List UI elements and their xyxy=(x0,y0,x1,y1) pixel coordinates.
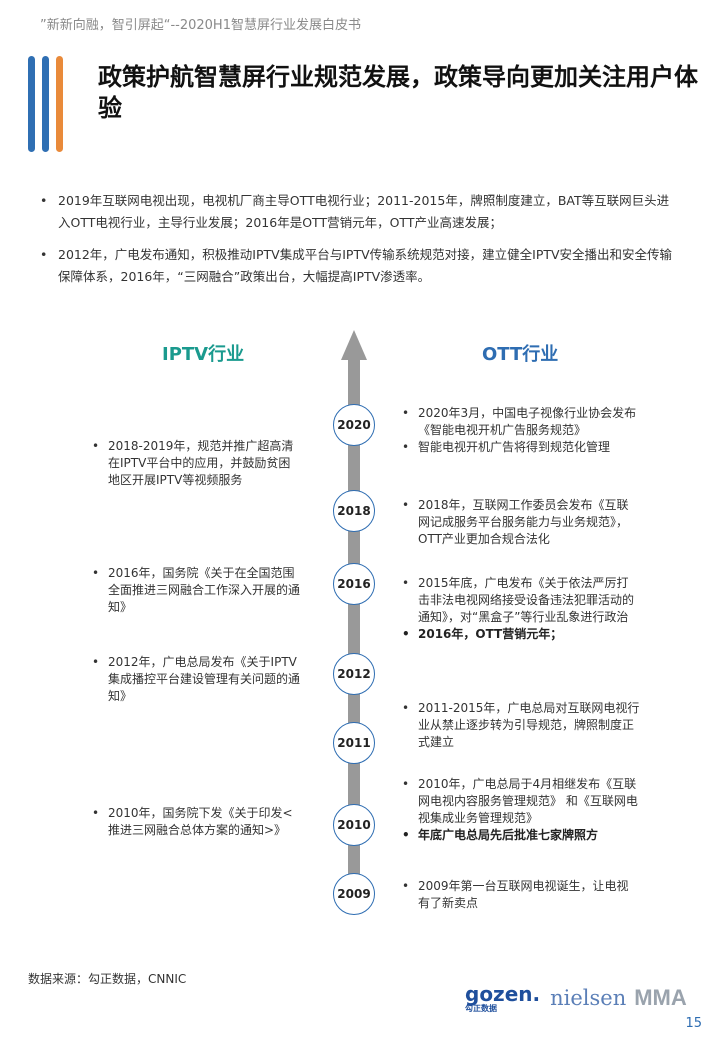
year-marker-2020: 2020 xyxy=(333,404,375,446)
ott-note-2020-a: 2020年3月，中国电子视像行业协会发布《智能电视开机广告服务规范》 xyxy=(400,405,640,439)
header-subtitle: ”新新向融，智引屏起“--2020H1智慧屏行业发展白皮书 xyxy=(40,18,361,33)
iptv-note-2012: 2012年，广电总局发布《关于IPTV集成播控平台建设管理有关问题的通知》 xyxy=(90,654,300,705)
intro-bullet-1: 2019年互联网电视出现，电视机厂商主导OTT电视行业；2011-2015年，牌… xyxy=(40,190,680,234)
intro-bullets: 2019年互联网电视出现，电视机厂商主导OTT电视行业；2011-2015年，牌… xyxy=(40,190,680,298)
decor-bar-orange xyxy=(56,56,63,152)
year-marker-2010: 2010 xyxy=(333,804,375,846)
year-marker-2016: 2016 xyxy=(333,563,375,605)
iptv-note-2018-text: 2018-2019年，规范并推广超高清在IPTV平台中的应用，并鼓励贫困地区开展… xyxy=(90,438,300,489)
year-marker-2012: 2012 xyxy=(333,653,375,695)
iptv-note-2010-text: 2010年，国务院下发《关于印发<推进三网融合总体方案的通知>》 xyxy=(90,805,300,839)
ott-note-2020: 2020年3月，中国电子视像行业协会发布《智能电视开机广告服务规范》 智能电视开… xyxy=(400,405,640,456)
timeline-arrow-icon xyxy=(341,330,367,360)
ott-note-2016-a: 2015年底，广电发布《关于依法严厉打击非法电视网络接受设备违法犯罪活动的通知》… xyxy=(400,575,640,626)
iptv-note-2016-text: 2016年，国务院《关于在全国范围全面推进三网融合工作深入开展的通知》 xyxy=(90,565,300,616)
ott-note-2016: 2015年底，广电发布《关于依法严厉打击非法电视网络接受设备违法犯罪活动的通知》… xyxy=(400,575,640,643)
iptv-note-2018: 2018-2019年，规范并推广超高清在IPTV平台中的应用，并鼓励贫困地区开展… xyxy=(90,438,300,489)
decor-bar-blue-1 xyxy=(28,56,35,152)
ott-note-2018: 2018年，互联网工作委员会发布《互联网记成服务平台服务能力与业务规范》，OTT… xyxy=(400,497,640,548)
ott-note-2016-b: 2016年，OTT营销元年； xyxy=(400,626,640,643)
gozen-logo-text: gozen. xyxy=(465,982,541,1006)
gozen-logo: gozen. 勾正数据 xyxy=(465,982,540,1014)
iptv-note-2012-text: 2012年，广电总局发布《关于IPTV集成播控平台建设管理有关问题的通知》 xyxy=(90,654,300,705)
ott-note-2011: 2011-2015年，广电总局对互联网电视行业从禁止逐步转为引导规范，牌照制度正… xyxy=(400,700,640,751)
decor-bar-blue-2 xyxy=(42,56,49,152)
ott-note-2010: 2010年，广电总局于4月相继发布《互联网电视内容服务管理规范》 和《互联网电视… xyxy=(400,776,640,844)
intro-bullet-2: 2012年，广电发布通知，积极推动IPTV集成平台与IPTV传输系统规范对接，建… xyxy=(40,244,680,288)
column-heading-ott: OTT行业 xyxy=(482,344,559,365)
ott-note-2010-b: 年底广电总局先后批准七家牌照方 xyxy=(400,827,640,844)
iptv-note-2016: 2016年，国务院《关于在全国范围全面推进三网融合工作深入开展的通知》 xyxy=(90,565,300,616)
data-source: 数据来源：勾正数据，CNNIC xyxy=(28,972,187,986)
page-title: 政策护航智慧屏行业规范发展，政策导向更加关注用户体验 xyxy=(98,63,698,122)
ott-note-2011-text: 2011-2015年，广电总局对互联网电视行业从禁止逐步转为引导规范，牌照制度正… xyxy=(400,700,640,751)
column-heading-iptv: IPTV行业 xyxy=(162,344,245,365)
ott-note-2018-text: 2018年，互联网工作委员会发布《互联网记成服务平台服务能力与业务规范》，OTT… xyxy=(400,497,640,548)
page-number: 15 xyxy=(685,1016,702,1031)
iptv-note-2010: 2010年，国务院下发《关于印发<推进三网融合总体方案的通知>》 xyxy=(90,805,300,839)
ott-note-2009: 2009年第一台互联网电视诞生，让电视有了新卖点 xyxy=(400,878,640,912)
gozen-logo-subtext: 勾正数据 xyxy=(465,1004,497,1013)
partner-logos: gozen. 勾正数据 nielsen MMA xyxy=(465,980,687,1016)
year-marker-2011: 2011 xyxy=(333,722,375,764)
ott-note-2020-b: 智能电视开机广告将得到规范化管理 xyxy=(400,439,640,456)
title-decor-bars xyxy=(28,56,68,152)
mma-logo: MMA xyxy=(634,985,687,1010)
ott-note-2010-a: 2010年，广电总局于4月相继发布《互联网电视内容服务管理规范》 和《互联网电视… xyxy=(400,776,640,827)
ott-note-2009-text: 2009年第一台互联网电视诞生，让电视有了新卖点 xyxy=(400,878,640,912)
year-marker-2009: 2009 xyxy=(333,873,375,915)
year-marker-2018: 2018 xyxy=(333,490,375,532)
nielsen-logo: nielsen xyxy=(550,986,627,1010)
